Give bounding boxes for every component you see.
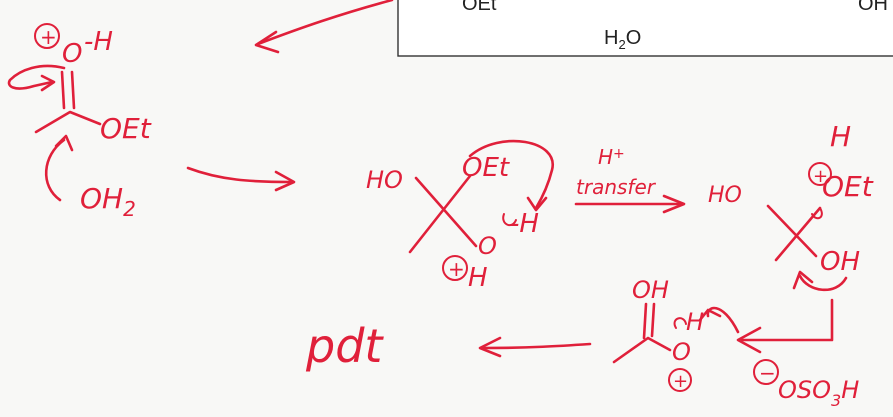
- curved-arrow-oxonium: [7, 64, 66, 90]
- acid-charge-circle: [668, 368, 692, 392]
- water-attack-arrow: [44, 138, 66, 202]
- int1-curved-arrow-oet: [468, 139, 554, 210]
- base-charge-circle: [753, 359, 779, 385]
- int2-charge-circle: [808, 162, 832, 186]
- tetrahedral-intermediate-1: HO OEt O -H + H: [366, 139, 554, 293]
- int1-cross-bonds: [408, 174, 478, 254]
- proton-transfer-head: [662, 194, 686, 214]
- product-arrow-shaft: [480, 342, 592, 350]
- product-arrow: [478, 336, 592, 358]
- acid-carbonyl-bond: [642, 302, 656, 340]
- int2-oh: OH: [820, 247, 860, 277]
- protonated-ester: + O -H OEt OH2: [7, 23, 152, 221]
- int1-ho: HO: [366, 166, 403, 194]
- acid-h: H: [686, 308, 704, 336]
- base-charge: −: [759, 361, 776, 385]
- int2-curved-arrow-oh: [798, 274, 848, 292]
- proton-transfer-arrow: H+ transfer: [574, 145, 686, 214]
- int2-curved-arrow-oh-head: [792, 270, 814, 290]
- acid-carbon-bonds: [612, 336, 672, 364]
- int1-h-bottom: H: [468, 263, 488, 293]
- carbonyl-double-bond: [60, 70, 76, 110]
- return-arrow-head: [736, 326, 762, 354]
- curved-arrow-oxonium-head: [40, 74, 56, 92]
- protonated-acid: OH O H + − OSO3H: [612, 276, 859, 410]
- int1-h-right: -H: [510, 209, 539, 239]
- acid-o: O: [672, 338, 691, 366]
- oxonium-o: O: [62, 39, 82, 69]
- reaction-arrow-1-head: [274, 170, 296, 192]
- proton-transfer-h: H+: [598, 145, 625, 169]
- return-arrow-shaft: [740, 298, 834, 342]
- reaction-arrow-1: [186, 166, 296, 192]
- base-label: OSO3H: [778, 376, 859, 410]
- box-oh-label: OH: [858, 0, 888, 15]
- int2-h-top: H: [830, 120, 851, 153]
- int1-curved-arrow-oet-head: [526, 196, 548, 212]
- box-oet-label: OEt: [462, 0, 497, 15]
- product-label: pdt: [305, 319, 384, 373]
- reaction-box-frame: [397, 0, 893, 57]
- water-attack-arrow-head: [54, 134, 74, 152]
- return-arrow: [736, 298, 834, 354]
- acid-small-arrow: [673, 317, 687, 329]
- base-attack-arrow: [706, 306, 740, 334]
- int1-o: O: [478, 232, 497, 260]
- int1-charge-circle: [442, 255, 468, 281]
- int2-charge: +: [813, 166, 828, 187]
- base-attack-arrow-head: [698, 308, 722, 322]
- int2-small-arrow: [811, 207, 823, 220]
- proton-transfer-label: transfer: [576, 175, 657, 199]
- acid-oh: OH: [632, 276, 669, 304]
- arrow-from-box-head: [254, 30, 280, 54]
- arrow-from-box-shaft: [256, 0, 394, 46]
- int1-small-arrow: [502, 213, 517, 227]
- box-water-label: H2O: [604, 27, 641, 52]
- product-arrow-head: [478, 336, 502, 358]
- int1-oet: OEt: [462, 153, 510, 183]
- int2-oet: OEt: [822, 170, 874, 203]
- ester-carbon-bonds: [34, 110, 102, 134]
- water-label: OH2: [80, 182, 136, 221]
- reaction-box: OEt H2O OH: [397, 0, 893, 57]
- oxonium-h: -H: [84, 27, 113, 57]
- int2-ho: HO: [708, 183, 742, 208]
- charge-circle-1: [34, 23, 60, 49]
- ester-oet-label: OEt: [100, 112, 152, 145]
- charge-plus-1: +: [40, 25, 57, 49]
- tetrahedral-intermediate-2: H + OEt HO OH: [708, 120, 874, 292]
- int1-charge: +: [448, 257, 465, 281]
- arrow-from-box: [254, 0, 394, 54]
- acid-charge: +: [673, 371, 688, 392]
- reaction-arrow-1-shaft: [186, 166, 294, 184]
